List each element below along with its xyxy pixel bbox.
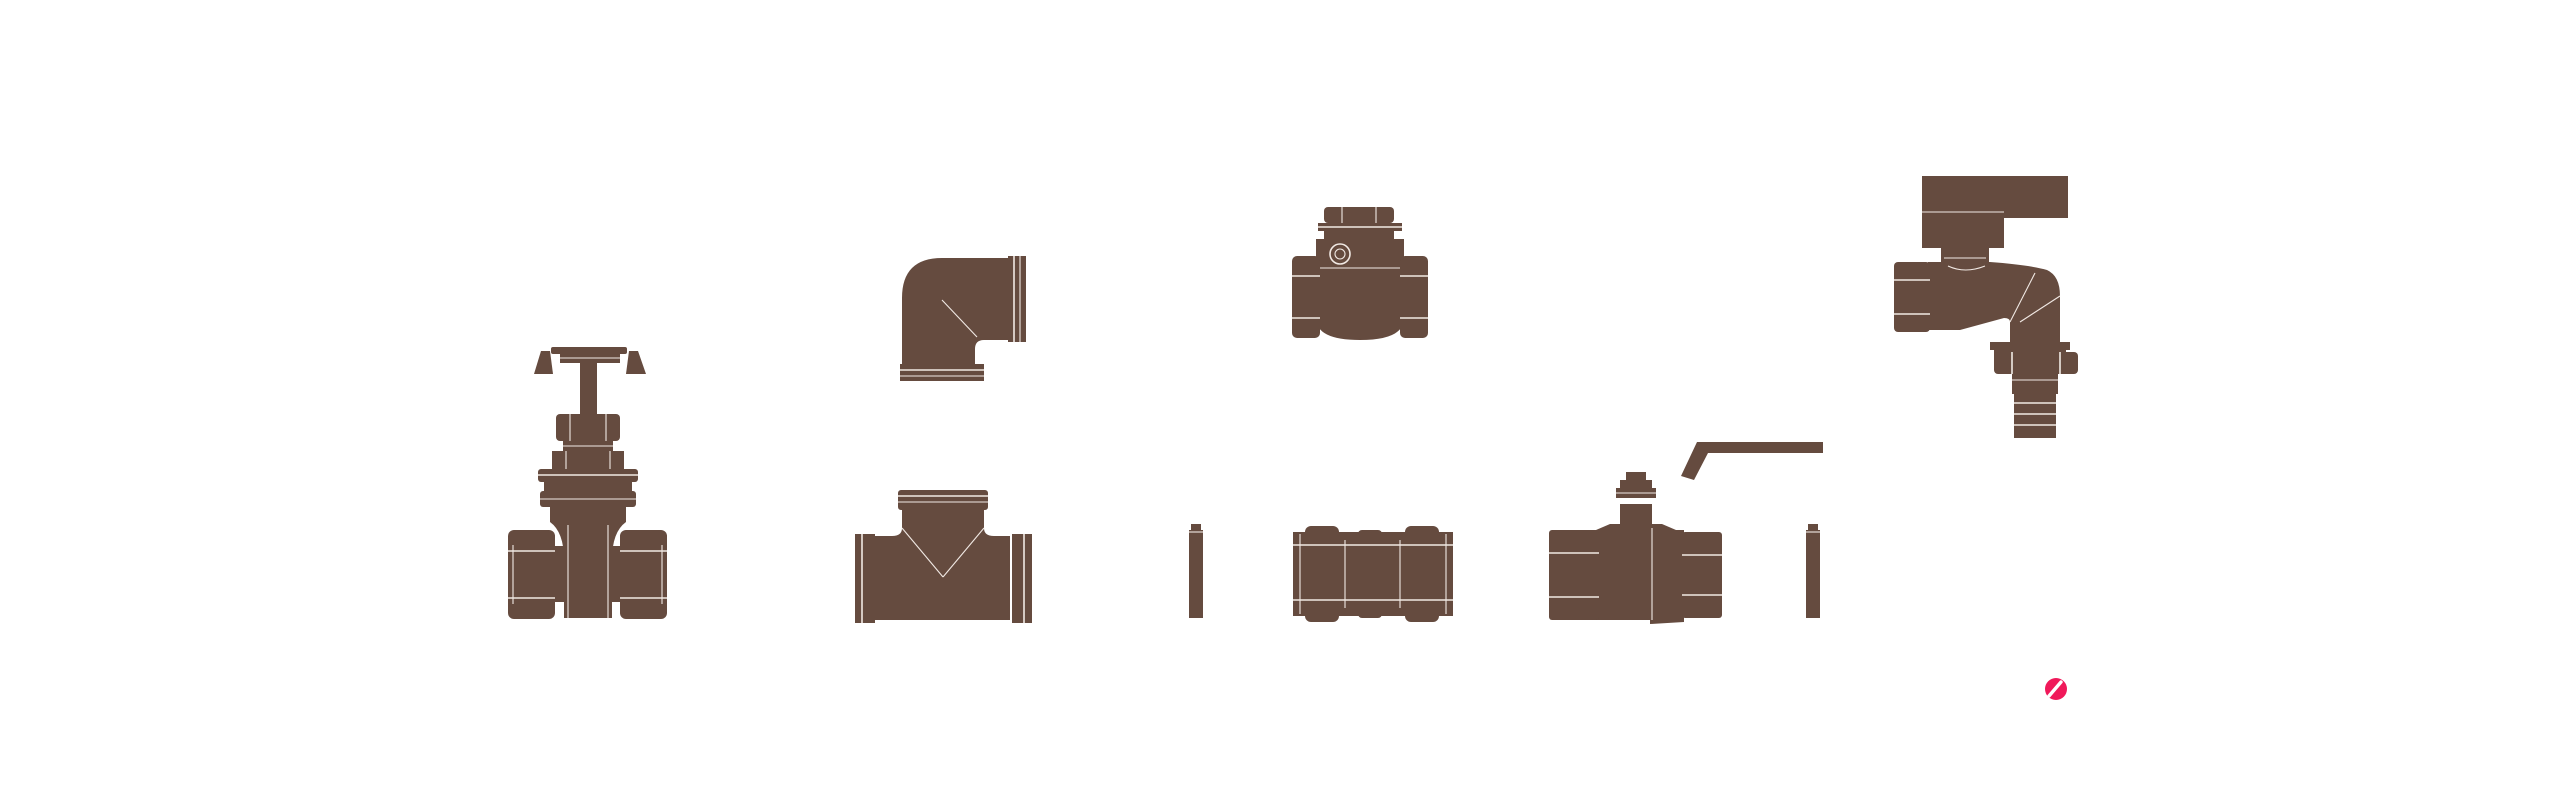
logo-mark-icon bbox=[2045, 678, 2067, 700]
elbow-fitting-icon bbox=[900, 256, 1026, 381]
tee-fitting-icon bbox=[855, 490, 1032, 623]
ball-valve-icon bbox=[1549, 442, 1823, 624]
compression-union-icon bbox=[1293, 526, 1453, 622]
pipe-segment-icon bbox=[1189, 524, 1203, 618]
pipe-segment-icon bbox=[1806, 524, 1820, 618]
gate-valve-icon bbox=[508, 347, 667, 619]
garden-tap-icon bbox=[1894, 176, 2078, 438]
swing-check-valve-icon bbox=[1292, 207, 1428, 340]
